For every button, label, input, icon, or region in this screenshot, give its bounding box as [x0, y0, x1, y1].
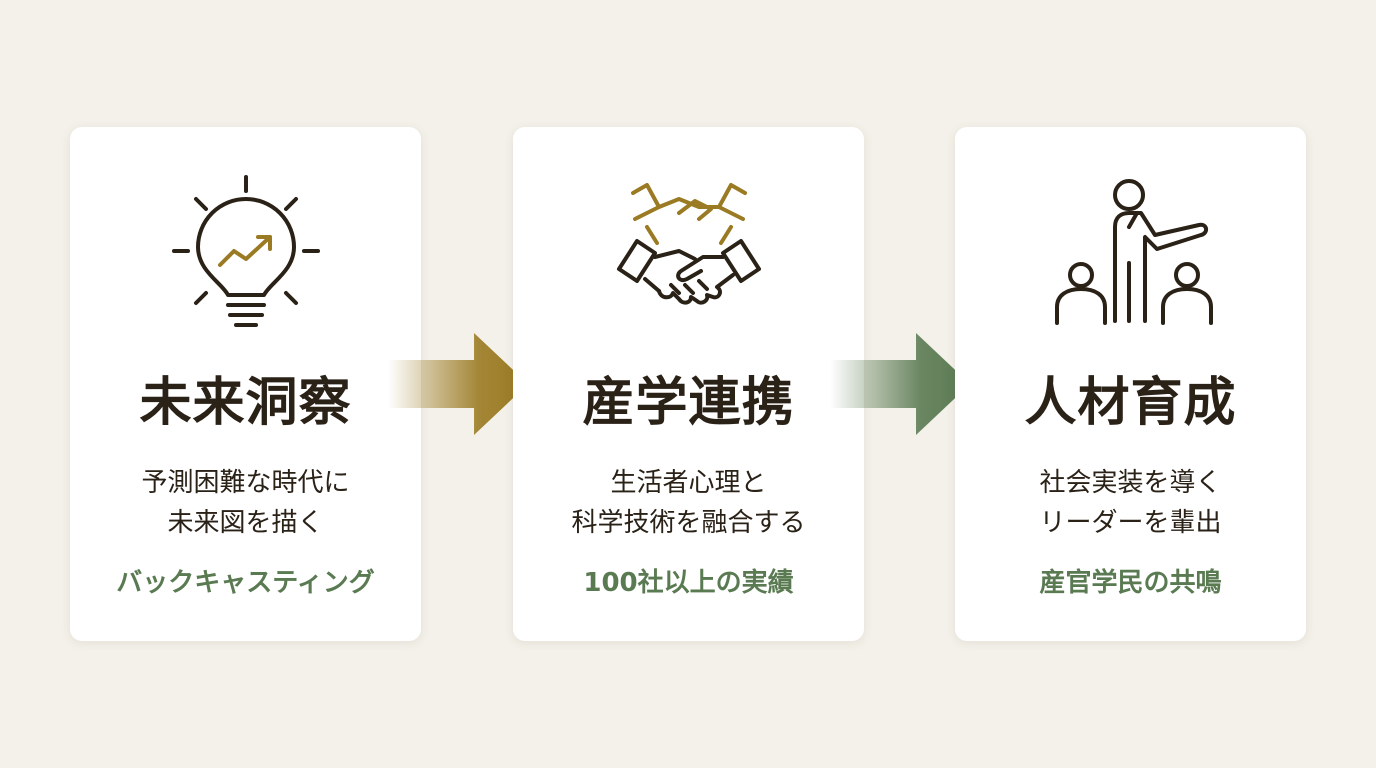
step-title: 未来洞察	[139, 372, 352, 433]
step-tag: 100社以上の実績	[583, 568, 794, 598]
arrow-right-icon	[830, 333, 970, 435]
step-card-industry-academia: 産学連携 生活者心理と 科学技術を融合する 100社以上の実績	[513, 127, 864, 641]
arrow-right-icon	[388, 333, 528, 435]
step-description: 社会実装を導く リーダーを輩出	[955, 463, 1306, 543]
step-description-line: 予測困難な時代に	[141, 468, 350, 498]
step-card-future-insight: 未来洞察 予測困難な時代に 未来図を描く バックキャスティング	[70, 127, 421, 641]
step-card-talent-development: 人材育成 社会実装を導く リーダーを輩出 産官学民の共鳴	[955, 127, 1306, 641]
step-tag: 産官学民の共鳴	[1039, 568, 1222, 598]
step-tag: バックキャスティング	[116, 568, 375, 598]
step-description-line: リーダーを輩出	[1039, 508, 1222, 538]
lightbulb-trend-icon	[156, 167, 336, 347]
step-description-line: 社会実装を導く	[1039, 468, 1222, 498]
step-description-line: 科学技術を融合する	[571, 508, 806, 538]
step-description: 予測困難な時代に 未来図を描く	[70, 463, 421, 543]
step-title: 産学連携	[582, 372, 795, 433]
step-description-line: 生活者心理と	[610, 468, 767, 498]
step-description-line: 未来図を描く	[167, 508, 324, 538]
step-description: 生活者心理と 科学技術を融合する	[513, 463, 864, 543]
mentor-people-icon	[1041, 167, 1221, 347]
handshake-icon	[599, 167, 779, 347]
step-title: 人材育成	[1024, 372, 1237, 433]
